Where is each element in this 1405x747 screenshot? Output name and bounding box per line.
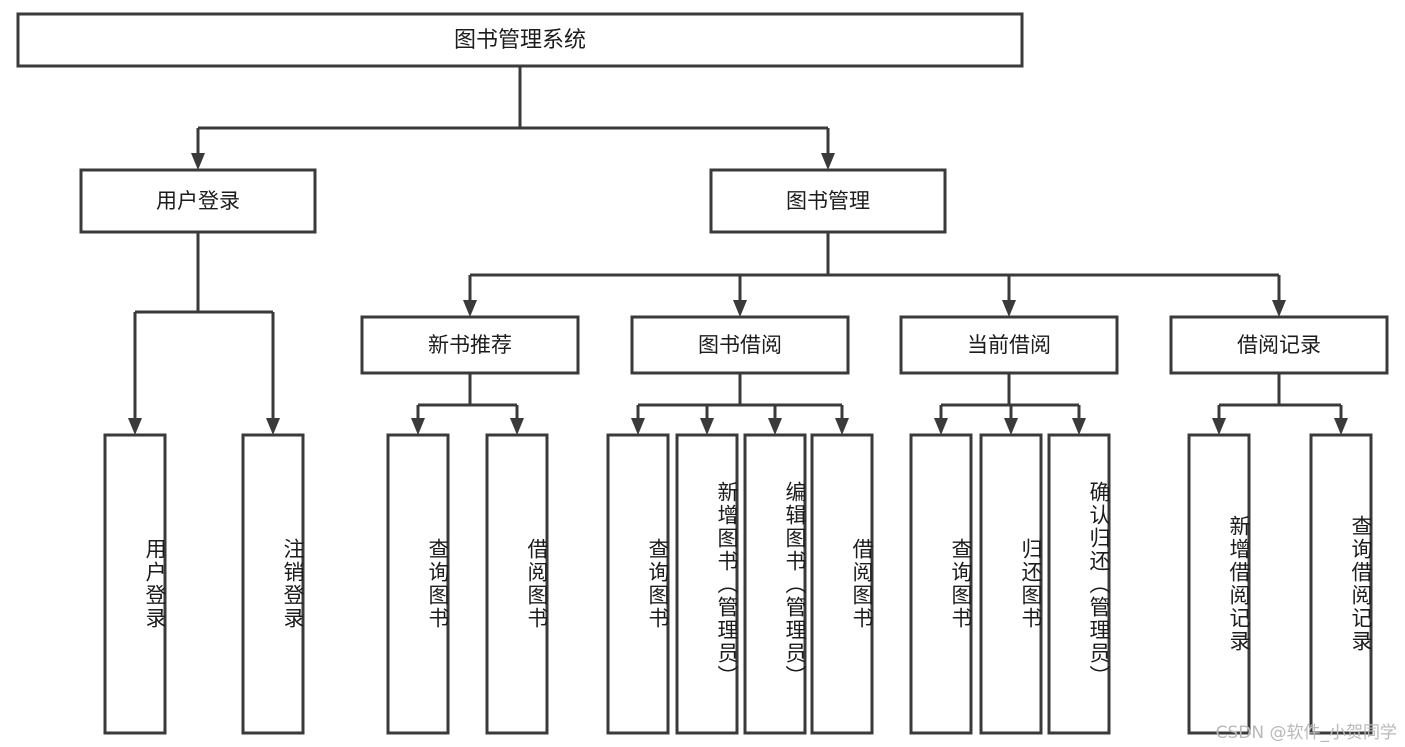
connectors-layer xyxy=(128,66,1348,435)
node-book-management-label: 图书管理 xyxy=(786,189,870,213)
node-new-book-recommend-label: 新书推荐 xyxy=(428,333,512,357)
root-arrow-0 xyxy=(191,153,205,170)
node-root-system[interactable] xyxy=(16,12,1024,68)
n-current-borrow-arrow-2 xyxy=(1072,418,1086,435)
leaf-leaf-borrow-book-1[interactable] xyxy=(485,433,549,735)
n-borrow-records-arrow-1 xyxy=(1334,418,1348,435)
n-borrow-records-arrow-0 xyxy=(1212,418,1226,435)
leaf-leaf-return-book[interactable] xyxy=(979,433,1043,735)
n-book-borrow-arrow-2 xyxy=(768,418,782,435)
leaf-leaf-query-book-2[interactable] xyxy=(606,433,670,735)
n-book-borrow-arrow-0 xyxy=(631,418,645,435)
node-user-login-label: 用户登录 xyxy=(156,189,240,213)
leaf-leaf-borrow-book-2[interactable] xyxy=(810,433,874,735)
n-new-book-recommend-arrow-1 xyxy=(510,418,524,435)
n-book-management-arrow-2 xyxy=(1002,300,1016,317)
node-root-system-label: 图书管理系统 xyxy=(454,28,586,53)
node-current-borrow[interactable] xyxy=(899,315,1119,375)
n-book-management-arrow-3 xyxy=(1272,300,1286,317)
n-current-borrow-arrow-1 xyxy=(1004,418,1018,435)
boxes-layer xyxy=(16,12,1389,735)
node-book-borrow-label: 图书借阅 xyxy=(698,333,782,357)
leaf-leaf-edit-book[interactable] xyxy=(743,433,807,735)
leaf-leaf-query-record[interactable] xyxy=(1309,433,1373,735)
n-book-borrow-arrow-1 xyxy=(700,418,714,435)
leaf-leaf-user-logout[interactable] xyxy=(241,433,305,735)
node-current-borrow-label: 当前借阅 xyxy=(967,333,1051,357)
node-new-book-recommend[interactable] xyxy=(360,315,580,375)
leaf-leaf-query-book-1[interactable] xyxy=(386,433,450,735)
n-book-management-arrow-1 xyxy=(733,300,747,317)
leaf-leaf-confirm-return[interactable] xyxy=(1047,433,1111,735)
node-book-borrow[interactable] xyxy=(630,315,850,375)
leaf-leaf-query-book-3[interactable] xyxy=(909,433,973,735)
leaf-leaf-user-login[interactable] xyxy=(103,433,167,735)
n-book-borrow-arrow-3 xyxy=(835,418,849,435)
root-arrow-1 xyxy=(821,153,835,170)
n-user-login-arrow-1 xyxy=(266,418,280,435)
watermark-text: CSDN @软件_小贺同学 xyxy=(1215,723,1397,743)
n-book-management-arrow-0 xyxy=(463,300,477,317)
n-current-borrow-arrow-0 xyxy=(934,418,948,435)
node-borrow-records[interactable] xyxy=(1169,315,1389,375)
leaf-leaf-add-record[interactable] xyxy=(1187,433,1251,735)
node-user-login[interactable] xyxy=(79,168,317,234)
node-book-management[interactable] xyxy=(709,168,947,234)
n-new-book-recommend-arrow-0 xyxy=(411,418,425,435)
n-user-login-arrow-0 xyxy=(128,418,142,435)
leaf-leaf-add-book[interactable] xyxy=(675,433,739,735)
node-borrow-records-label: 借阅记录 xyxy=(1237,333,1321,357)
